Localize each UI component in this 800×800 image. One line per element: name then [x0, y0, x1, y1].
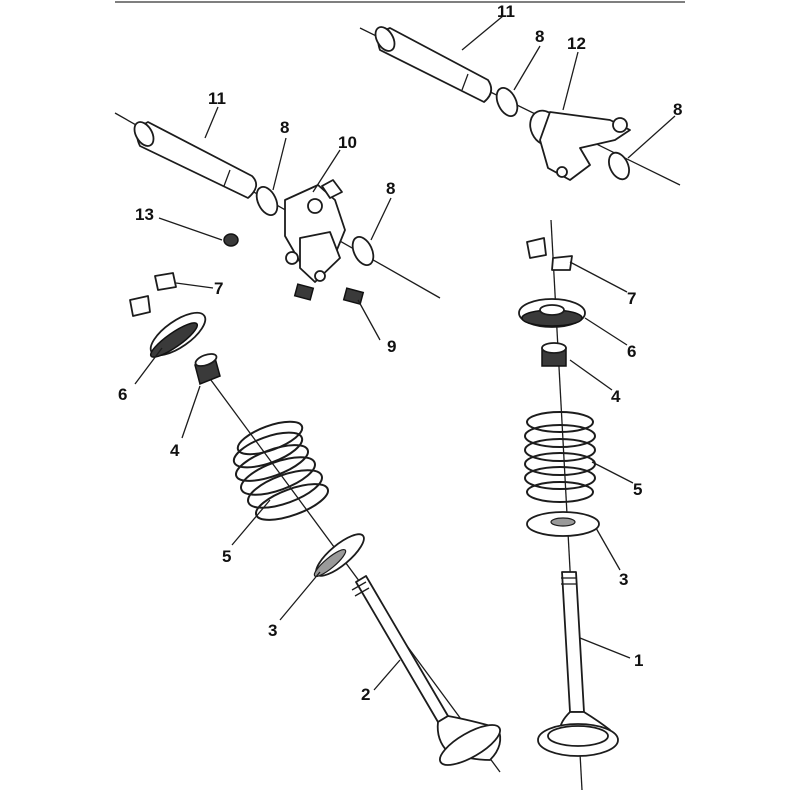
rocker-shaft-left — [133, 121, 258, 199]
left-rocker-assembly — [114, 112, 441, 306]
left-valve-stack — [129, 272, 502, 773]
spring-seat-3-left — [313, 533, 365, 578]
callout-7-right: 7 — [627, 289, 636, 308]
rocker-arm-right — [529, 109, 631, 181]
rocker-arm-left — [284, 179, 346, 283]
callout-7-left: 7 — [214, 279, 223, 298]
retainer-6-left — [149, 311, 207, 358]
leader-lines — [134, 15, 676, 691]
nut-13 — [223, 233, 239, 247]
callout-2: 2 — [361, 685, 370, 704]
rocker-shaft-right — [374, 26, 493, 103]
washer-8c — [495, 86, 519, 118]
valve-seal-4-right — [541, 342, 567, 367]
callout-3-left: 3 — [268, 621, 277, 640]
callout-5-left: 5 — [222, 547, 231, 566]
callout-4-right: 4 — [611, 387, 621, 406]
callout-4-left: 4 — [170, 441, 180, 460]
callout-10: 10 — [338, 133, 357, 152]
retainer-6-right — [518, 298, 586, 328]
valve-spring-5-right — [524, 411, 596, 503]
callout-12: 12 — [567, 34, 586, 53]
callout-6-right: 6 — [627, 342, 636, 361]
callouts: 11 8 12 8 11 8 10 8 13 7 9 6 4 5 3 2 7 6… — [118, 2, 682, 704]
keeper-7-left-upper — [154, 272, 177, 291]
callout-8-a: 8 — [280, 118, 289, 137]
keeper-7-left-lower — [129, 295, 151, 317]
spring-seat-3-right — [526, 511, 600, 537]
keeper-7-right-lower — [551, 255, 573, 271]
callout-6-left: 6 — [118, 385, 127, 404]
callout-3-right: 3 — [619, 570, 628, 589]
callout-1: 1 — [634, 651, 643, 670]
washer-8a — [255, 185, 279, 217]
right-valve-stack — [518, 219, 619, 791]
valve-2 — [351, 575, 502, 766]
keeper-7-right-upper — [526, 237, 547, 259]
callout-11-right: 11 — [497, 2, 515, 21]
callout-8-d: 8 — [673, 100, 682, 119]
callout-13: 13 — [135, 205, 154, 224]
right-rocker-assembly — [359, 26, 681, 186]
callout-5-right: 5 — [633, 480, 642, 499]
valve-spring-5-left — [232, 420, 329, 521]
adjusting-screws — [293, 283, 365, 306]
washer-8b — [351, 235, 375, 267]
callout-9: 9 — [387, 337, 396, 356]
washer-8d — [608, 151, 630, 181]
valve-seal-4-left — [194, 353, 221, 386]
callout-8-b: 8 — [386, 179, 395, 198]
callout-11-left: 11 — [208, 89, 226, 108]
valve-1 — [537, 571, 619, 757]
callout-8-c: 8 — [535, 27, 544, 46]
